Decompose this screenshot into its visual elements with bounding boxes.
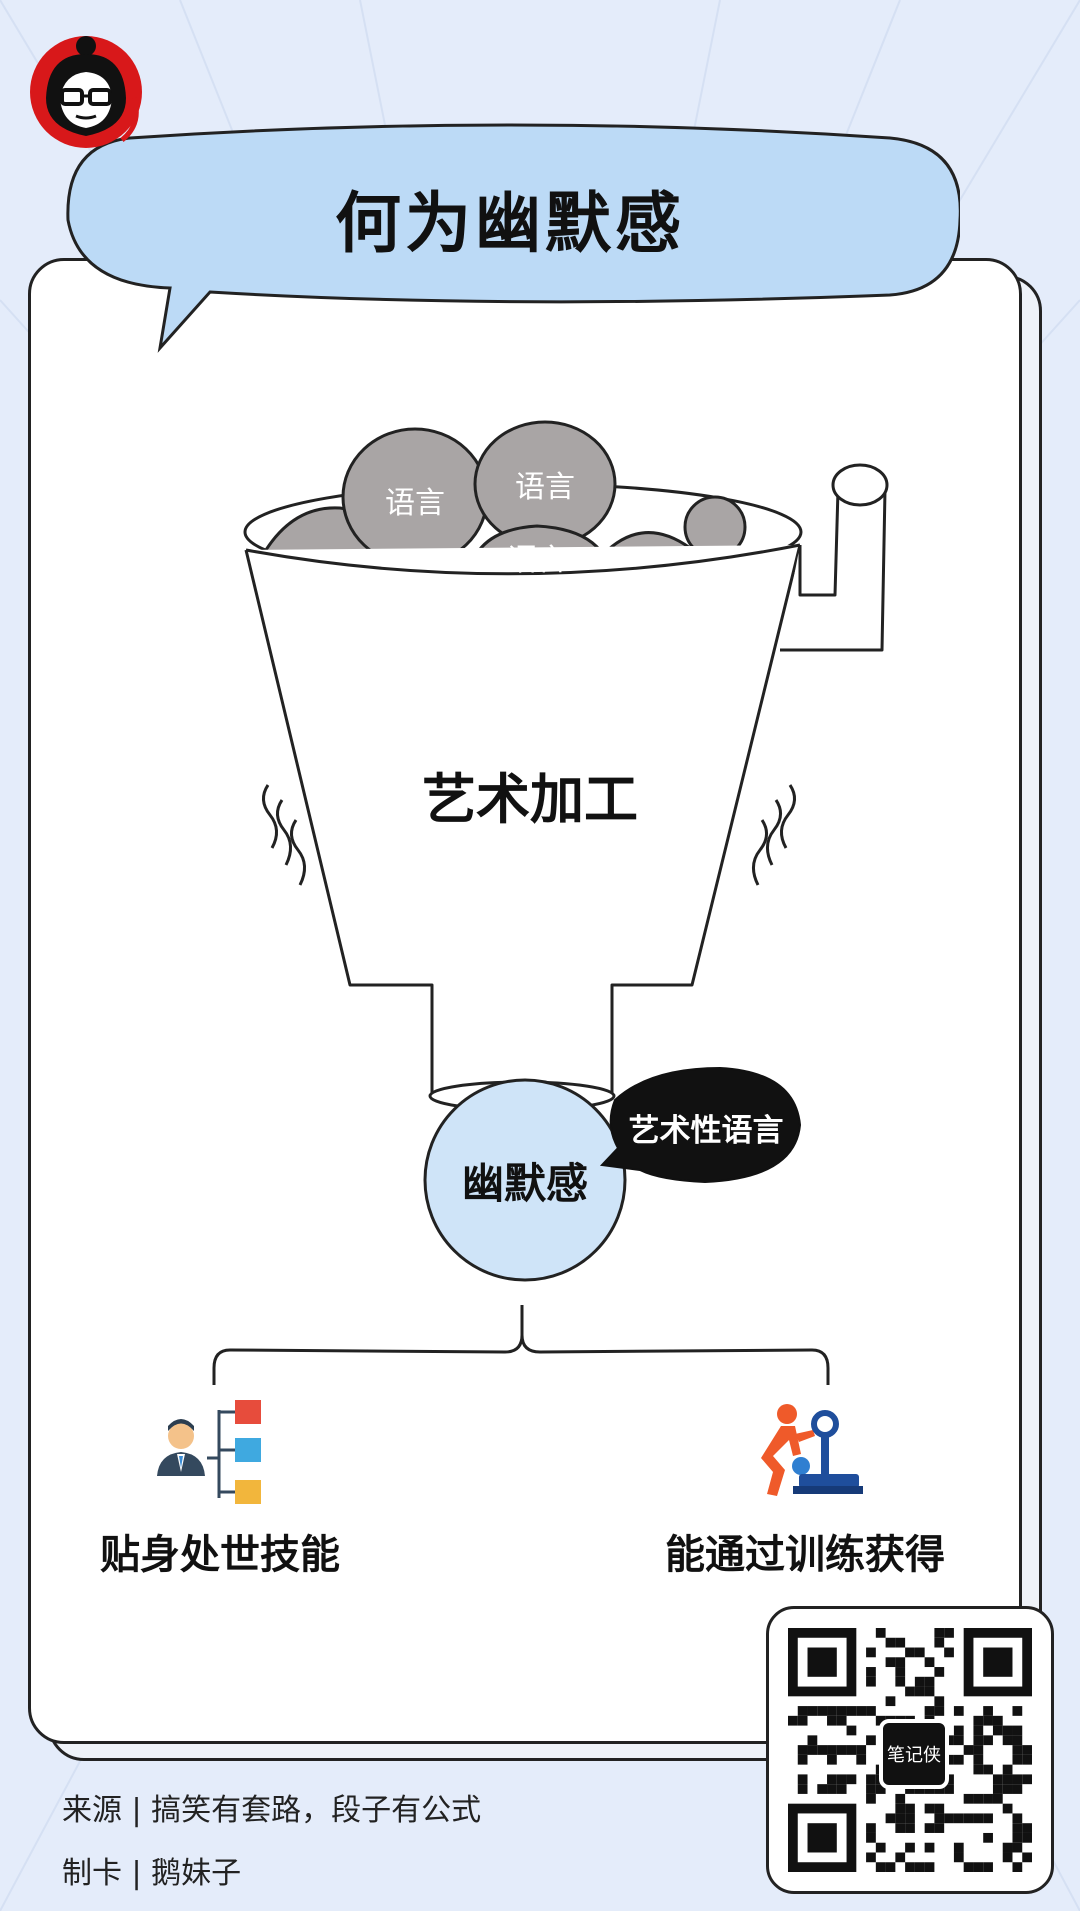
speech-bubble-label: 艺术性语言: [628, 1113, 784, 1149]
weightlifting-training-icon: [761, 1404, 863, 1496]
page-title: 何为幽默感: [335, 184, 685, 262]
qr-code-card[interactable]: 笔记侠: [766, 1606, 1054, 1894]
title-speech-bubble: [66, 123, 960, 353]
footer-maker: 制卡 | 鹅妹子: [62, 1856, 242, 1891]
branch-label-trainable: 能通过训练获得: [665, 1531, 945, 1578]
funnel-process-label: 艺术加工: [422, 767, 638, 831]
qr-code-icon: [788, 1628, 1032, 1872]
qr-center-logo: 笔记侠: [879, 1719, 949, 1789]
result-circle-label: 幽默感: [461, 1159, 588, 1208]
footer-source: 来源 | 搞笑有套路，段子有公式: [62, 1793, 482, 1828]
ball-label-language-2: 语言: [515, 470, 575, 505]
businessman-org-chart-icon: [157, 1400, 261, 1504]
ball-label-language-3: 语言: [507, 543, 567, 578]
branch-label-life-skill: 贴身处世技能: [100, 1531, 340, 1578]
ball-label-language-1: 语言: [385, 486, 445, 521]
glasses-girl-avatar-icon: [30, 36, 142, 148]
